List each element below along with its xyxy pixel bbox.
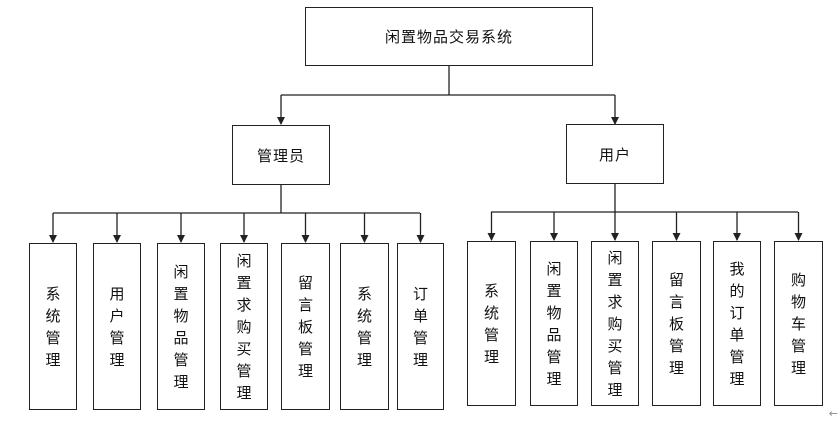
admin-child-label: 系统管理 bbox=[356, 284, 372, 369]
admin-child-label: 订单管理 bbox=[412, 284, 428, 369]
admin-child-node: 用户管理 bbox=[93, 243, 141, 410]
admin-child-node: 闲置求购买管理 bbox=[220, 243, 268, 410]
root-label: 闲置物品交易系统 bbox=[384, 28, 513, 46]
user-child-label: 购物车管理 bbox=[790, 270, 806, 377]
user-child-node: 系统管理 bbox=[467, 241, 516, 406]
user-child-node: 闲置求购买管理 bbox=[591, 241, 639, 406]
admin-child-node: 系统管理 bbox=[29, 243, 77, 410]
admin-child-label: 闲置物品管理 bbox=[173, 262, 189, 391]
user-child-label: 我的订单管理 bbox=[729, 259, 745, 388]
admin-node: 管理员 bbox=[232, 125, 330, 185]
admin-child-label: 留言板管理 bbox=[297, 273, 313, 380]
admin-child-node: 订单管理 bbox=[397, 243, 444, 410]
admin-child-label: 系统管理 bbox=[45, 284, 61, 369]
root-node: 闲置物品交易系统 bbox=[305, 7, 593, 66]
user-child-node: 闲置物品管理 bbox=[530, 241, 578, 406]
admin-label: 管理员 bbox=[256, 146, 305, 165]
admin-child-label: 闲置求购买管理 bbox=[236, 251, 252, 402]
user-child-node: 购物车管理 bbox=[774, 241, 823, 406]
admin-child-label: 用户管理 bbox=[109, 284, 125, 369]
admin-child-node: 留言板管理 bbox=[281, 243, 330, 410]
admin-child-node: 系统管理 bbox=[340, 243, 389, 410]
user-child-label: 闲置求购买管理 bbox=[607, 248, 623, 399]
user-child-node: 留言板管理 bbox=[652, 241, 701, 406]
user-child-node: 我的订单管理 bbox=[713, 241, 761, 406]
user-node: 用户 bbox=[566, 124, 664, 184]
admin-child-node: 闲置物品管理 bbox=[157, 243, 205, 410]
user-label: 用户 bbox=[598, 145, 631, 164]
corner-arrow-glyph: ← bbox=[828, 407, 838, 420]
user-child-label: 闲置物品管理 bbox=[546, 259, 562, 388]
user-child-label: 系统管理 bbox=[483, 281, 499, 366]
user-child-label: 留言板管理 bbox=[668, 270, 684, 377]
